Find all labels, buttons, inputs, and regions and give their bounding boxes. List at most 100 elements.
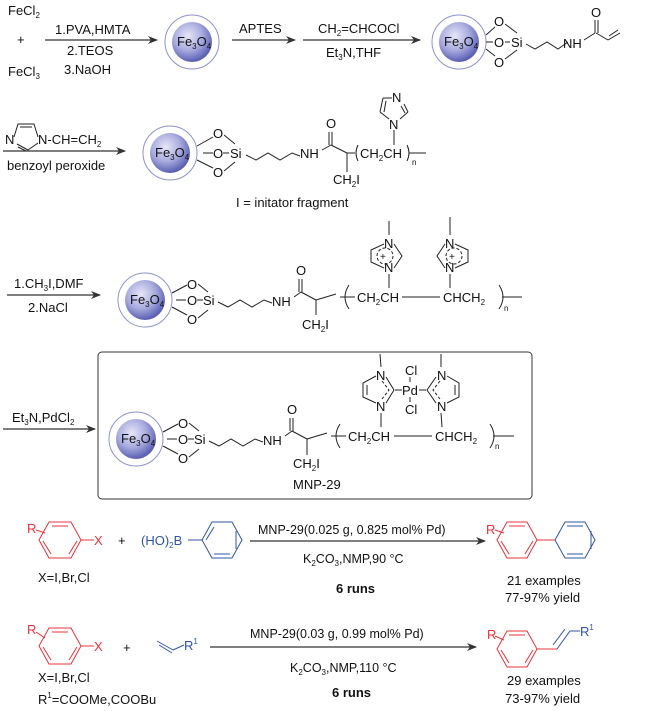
svg-text:N: N xyxy=(437,368,446,383)
svg-text:CHCH2: CHCH2 xyxy=(435,429,478,446)
svg-text:R: R xyxy=(486,522,495,537)
svg-text:N: N xyxy=(437,399,446,414)
heck-conditions: K2CO3,NMP,110 °C xyxy=(290,661,397,677)
svg-text:N: N xyxy=(445,236,454,251)
svg-text:CH2I: CH2I xyxy=(302,317,329,334)
svg-text:O: O xyxy=(178,432,188,447)
initiator-benzoyl-peroxide: benzoyl peroxide xyxy=(7,158,105,173)
siloxane-linker-acrylamide: O O O Si NH O xyxy=(485,5,621,70)
svg-text:O: O xyxy=(494,35,504,50)
svg-text:R1: R1 xyxy=(580,623,594,639)
svg-text:O: O xyxy=(494,55,504,70)
svg-text:NH: NH xyxy=(272,294,291,309)
svg-text:n: n xyxy=(504,304,508,313)
svg-text:n: n xyxy=(412,158,416,167)
suzuki-halide-scope: X=I,Br,Cl xyxy=(38,570,90,585)
phenylboronic-acid: (HO)2B xyxy=(141,521,243,559)
svg-text:CHCH2: CHCH2 xyxy=(443,290,486,307)
svg-text:O: O xyxy=(187,312,197,327)
heck-halide-scope: X=I,Br,Cl xyxy=(38,670,90,685)
reagent-aptes: APTES xyxy=(239,21,282,36)
reagent-et3n-thf: Et3N,THF xyxy=(326,45,381,62)
svg-text:R: R xyxy=(27,622,36,637)
svg-text:O: O xyxy=(287,402,297,417)
heck-catalyst-loading: MNP-29(0.03 g, 0.99 mol% Pd) xyxy=(250,627,424,641)
condition-2: 2.TEOS xyxy=(67,43,114,58)
svg-text:Si: Si xyxy=(203,293,215,308)
aryl-halide-suzuki: R X xyxy=(27,521,103,559)
plus-sign: + xyxy=(17,32,25,47)
svg-text:NH: NH xyxy=(300,146,319,161)
acrylate-alkene: R1 xyxy=(156,637,198,654)
reagent-methyl-iodide: 1.CH3I,DMF xyxy=(14,276,84,293)
aryl-halide-heck: R X xyxy=(27,622,103,665)
reagent-n-vinylimidazole: N N-CH=CH2 xyxy=(5,123,102,152)
svg-text:N: N xyxy=(5,132,14,147)
suzuki-example-count: 21 examples xyxy=(507,573,581,588)
svg-text:(HO)2B: (HO)2B xyxy=(141,533,182,550)
svg-text:O: O xyxy=(326,116,336,131)
siloxane-linker-polyvinylimidazole: O O O Si NH O CH2I CH2CH n N N xyxy=(196,90,426,189)
svg-text:+: + xyxy=(380,252,386,263)
fe3o4-label: Fe3O4 xyxy=(155,145,190,162)
fe3o4-label: Fe3O4 xyxy=(130,292,165,309)
svg-text:CH2CH: CH2CH xyxy=(348,429,390,446)
svg-text:+: + xyxy=(449,252,455,263)
svg-text:X: X xyxy=(94,533,103,548)
svg-text:Si: Si xyxy=(194,432,206,447)
fe3o4-nanoparticle-3: Fe3O4 xyxy=(142,125,198,181)
svg-text:O: O xyxy=(178,451,188,466)
condition-3: 3.NaOH xyxy=(64,62,111,77)
heck-r1-scope: R1=COOMe,COOBu xyxy=(38,691,156,707)
reagent-nacl: 2.NaCl xyxy=(28,300,68,315)
initiator-fragment-note: I = initator fragment xyxy=(236,195,349,210)
fe3o4-label: Fe3O4 xyxy=(177,34,212,51)
suzuki-conditions: K2CO3,NMP,90 °C xyxy=(303,552,404,568)
svg-text:Cl: Cl xyxy=(405,402,417,417)
heck-example-count: 29 examples xyxy=(507,673,581,688)
cinnamate-product: R R1 xyxy=(487,623,594,668)
svg-text:O: O xyxy=(213,146,223,161)
heck-recycling-runs: 6 runs xyxy=(332,685,371,700)
svg-text:CH2I: CH2I xyxy=(293,456,320,473)
fe3o4-label: Fe3O4 xyxy=(121,431,156,448)
svg-text:NH: NH xyxy=(563,36,582,51)
catalyst-label-mnp-29: MNP-29 xyxy=(293,477,341,492)
svg-text:R: R xyxy=(487,627,496,642)
svg-text:CH2I: CH2I xyxy=(333,172,360,189)
svg-text:O: O xyxy=(494,14,504,29)
svg-text:Cl: Cl xyxy=(405,363,417,378)
svg-text:CH2CH: CH2CH xyxy=(360,146,402,163)
plus-sign: + xyxy=(118,533,126,548)
biaryl-product: R xyxy=(486,521,596,559)
svg-text:X: X xyxy=(94,639,103,654)
svg-text:R1: R1 xyxy=(184,637,198,653)
reactant-fecl3: FeCl3 xyxy=(8,64,40,81)
fe3o4-label: Fe3O4 xyxy=(444,34,479,51)
svg-text:N: N xyxy=(376,368,385,383)
svg-text:N: N xyxy=(389,117,398,132)
svg-text:N-CH=CH2: N-CH=CH2 xyxy=(38,132,102,149)
svg-text:Si: Si xyxy=(511,35,523,50)
svg-text:O: O xyxy=(213,126,223,141)
svg-text:O: O xyxy=(213,165,223,180)
svg-text:NH: NH xyxy=(263,433,282,448)
svg-text:O: O xyxy=(296,263,306,278)
svg-text:N: N xyxy=(376,399,385,414)
svg-text:N: N xyxy=(384,236,393,251)
mnp-29-catalyst-box xyxy=(97,351,533,500)
svg-text:O: O xyxy=(187,277,197,292)
condition-1: 1.PVA,HMTA xyxy=(55,22,131,37)
suzuki-recycling-runs: 6 runs xyxy=(336,581,375,596)
svg-text:O: O xyxy=(591,5,601,20)
plus-sign: + xyxy=(123,640,131,655)
svg-text:N: N xyxy=(384,260,393,275)
svg-text:O: O xyxy=(187,293,197,308)
suzuki-yield-range: 77-97% yield xyxy=(505,590,580,605)
svg-text:Si: Si xyxy=(230,146,242,161)
svg-text:N: N xyxy=(445,260,454,275)
svg-text:Pd: Pd xyxy=(402,383,418,398)
fe3o4-nanoparticle-4: Fe3O4 xyxy=(117,272,173,328)
fe3o4-nanoparticle-1: Fe3O4 xyxy=(164,14,220,70)
